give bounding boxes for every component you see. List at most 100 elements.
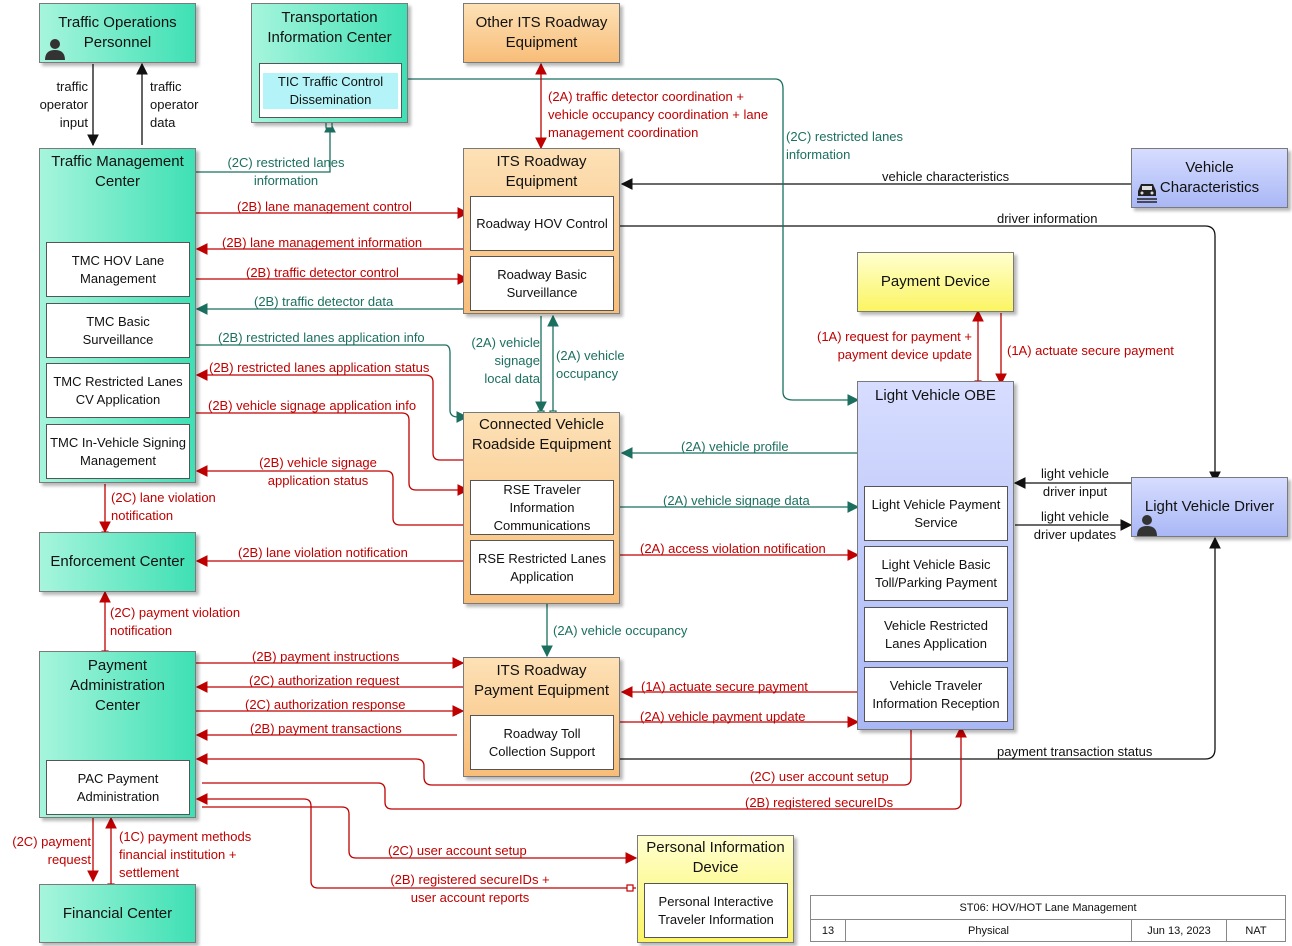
rse-traveler-information-communications: RSE Traveler Information Communications xyxy=(470,480,614,535)
flow-label: (2C) lane violation notification xyxy=(111,490,216,523)
flow-label: (1A) actuate secure payment xyxy=(641,679,808,694)
flow-label: (2B) restricted lanes application status xyxy=(209,360,430,375)
light-vehicle-basic-toll-parking-payment: Light Vehicle Basic Toll/Parking Payment xyxy=(864,546,1008,601)
traffic-management-center-title: Traffic Management Center xyxy=(51,153,184,190)
tmc-restricted-lanes-cv-application: TMC Restricted Lanes CV Application xyxy=(46,363,190,418)
flow-label: (2C) authorization request xyxy=(249,673,400,688)
flow-restricted-lanes-app-info xyxy=(190,344,469,423)
roadway-toll-collection-support: Roadway Toll Collection Support xyxy=(470,715,614,770)
diagram-author: NAT xyxy=(1245,924,1267,937)
flow-label: traffic operator data xyxy=(150,79,199,130)
other-its-roadway-equipment-title: Other ITS Roadway Equipment xyxy=(475,14,608,51)
flow-label: vehicle characteristics xyxy=(882,169,1010,184)
flow-label: (2B) restricted lanes application info xyxy=(218,330,425,345)
flow-restricted-lanes-info-tic xyxy=(196,120,336,173)
flow-label: (2A) vehicle signage local data xyxy=(471,335,540,386)
light-vehicle-driver-box: Light Vehicle Driver xyxy=(1131,477,1288,537)
traffic-management-center-box: Traffic Management Center TMC HOV Lane M… xyxy=(39,148,196,483)
flow-label: (2B) vehicle signage application status xyxy=(259,455,377,488)
flow-label: (2C) user account setup xyxy=(750,769,889,784)
light-vehicle-obe-box: Light Vehicle OBE Light Vehicle Payment … xyxy=(857,381,1014,730)
roadway-hov-control: Roadway HOV Control xyxy=(470,196,614,251)
flow-label: (2A) traffic detector coordination + veh… xyxy=(548,89,769,140)
vehicle-characteristics-title: Vehicle Characteristics xyxy=(1159,159,1260,196)
person-icon xyxy=(45,39,65,60)
flow-label: (2A) vehicle payment update xyxy=(640,709,806,724)
its-roadway-equipment-title: ITS Roadway Equipment xyxy=(496,153,587,190)
flow-label: (2A) vehicle occupancy xyxy=(556,348,625,381)
flow-registered-secureids-obe xyxy=(202,725,967,810)
flow-label: (2B) lane management information xyxy=(222,235,423,250)
its-roadway-payment-equipment-title: ITS Roadway Payment Equipment xyxy=(473,662,610,699)
diagram-number: 13 xyxy=(811,919,846,942)
payment-device-box: Payment Device xyxy=(857,252,1014,312)
light-vehicle-driver-title: Light Vehicle Driver xyxy=(1144,498,1275,515)
car-icon xyxy=(1137,184,1157,203)
flow-label: traffic operator input xyxy=(39,79,88,130)
flow-label: (1A) request for payment + payment devic… xyxy=(817,329,972,362)
flow-vehicle-signage-app-info xyxy=(190,412,470,496)
vehicle-traveler-information-reception: Vehicle Traveler Information Reception xyxy=(864,667,1008,722)
flow-label: (2B) lane violation notification xyxy=(238,545,408,560)
flow-registered-secureids-pid-back xyxy=(195,793,636,889)
flow-label: (2A) vehicle occupancy xyxy=(553,623,688,638)
other-its-roadway-equipment-box: Other ITS Roadway Equipment xyxy=(463,3,620,63)
flow-label: light vehicle driver input xyxy=(1041,466,1109,499)
enforcement-center-title: Enforcement Center xyxy=(50,553,185,570)
flow-driver-information xyxy=(620,225,1221,484)
flow-label: (2B) vehicle signage application info xyxy=(208,398,417,413)
diagram-view: Physical xyxy=(846,919,1132,942)
flow-label: (2A) vehicle profile xyxy=(681,439,789,454)
flow-label: (2C) restricted lanes information xyxy=(786,129,904,162)
flow-label: (2B) registered secureIDs + user account… xyxy=(390,872,550,905)
flow-label: light vehicle driver updates xyxy=(1033,509,1117,542)
light-vehicle-obe-title: Light Vehicle OBE xyxy=(875,387,996,404)
vehicle-characteristics-box: Vehicle Characteristics xyxy=(1131,148,1288,208)
financial-center-box: Financial Center xyxy=(39,884,196,943)
connected-vehicle-roadside-equipment-title: Connected Vehicle Roadside Equipment xyxy=(471,416,612,453)
payment-device-title: Payment Device xyxy=(880,273,991,290)
transportation-information-center-box: Transportation Information Center TIC Tr… xyxy=(251,3,408,123)
flow-label: (2B) registered secureIDs xyxy=(745,795,894,810)
personal-information-device-title: Personal Information Device xyxy=(646,839,785,876)
flow-label: (2B) traffic detector data xyxy=(254,294,394,309)
flow-label: (2C) restricted lanes information xyxy=(227,155,345,188)
title-block: ST06: HOV/HOT Lane Management 13 Physica… xyxy=(810,895,1286,942)
person-icon xyxy=(1137,515,1157,536)
connected-vehicle-roadside-equipment-box: Connected Vehicle Roadside Equipment RSE… xyxy=(463,412,620,604)
personal-information-device-box: Personal Information Device Personal Int… xyxy=(637,835,794,943)
flow-label: (2B) lane management control xyxy=(237,199,412,214)
light-vehicle-payment-service: Light Vehicle Payment Service xyxy=(864,486,1008,541)
transportation-information-center-title: Transportation Information Center xyxy=(267,9,392,46)
flow-label: (2B) payment instructions xyxy=(252,649,400,664)
rse-restricted-lanes-application: RSE Restricted Lanes Application xyxy=(470,540,614,595)
pac-payment-administration: PAC Payment Administration xyxy=(46,760,190,815)
flow-label: (2C) authorization response xyxy=(245,697,406,712)
tic-traffic-control-dissemination: TIC Traffic Control Dissemination xyxy=(259,63,402,118)
diagram-date: Jun 13, 2023 xyxy=(1132,919,1227,942)
flow-label: (2B) payment transactions xyxy=(250,721,402,736)
personal-interactive-traveler-information: Personal Interactive Traveler Informatio… xyxy=(644,883,788,938)
traffic-operations-personnel-title: Traffic Operations Personnel xyxy=(58,14,177,51)
payment-administration-center-title: Payment Administration Center xyxy=(69,657,166,714)
roadway-basic-surveillance: Roadway Basic Surveillance xyxy=(470,256,614,311)
flow-restricted-lanes-app-status xyxy=(195,369,468,461)
flow-label: (2A) vehicle signage data xyxy=(663,493,810,508)
its-roadway-equipment-box: ITS Roadway Equipment Roadway HOV Contro… xyxy=(463,148,620,314)
flow-label: (2C) payment violation notification xyxy=(110,605,241,638)
flow-label: (2A) access violation notification xyxy=(640,541,826,556)
tmc-in-vehicle-signing-management: TMC In-Vehicle Signing Management xyxy=(46,424,190,479)
flow-label: payment transaction status xyxy=(997,744,1153,759)
flow-label: (2B) traffic detector control xyxy=(246,265,399,280)
flow-label: (2C) payment request xyxy=(12,834,91,867)
flow-payment-transaction-status xyxy=(620,536,1221,760)
flow-vehicle-signage-app-status xyxy=(195,465,468,526)
tmc-basic-surveillance: TMC Basic Surveillance xyxy=(46,303,190,358)
vehicle-restricted-lanes-application: Vehicle Restricted Lanes Application xyxy=(864,607,1008,662)
payment-administration-center-box: Payment Administration Center PAC Paymen… xyxy=(39,651,196,818)
flow-user-account-setup-obe xyxy=(195,728,912,786)
traffic-operations-personnel-box: Traffic Operations Personnel xyxy=(39,3,196,63)
flow-label: (1C) payment methods financial instituti… xyxy=(119,829,252,880)
diagram-title: ST06: HOV/HOT Lane Management xyxy=(811,896,1285,920)
